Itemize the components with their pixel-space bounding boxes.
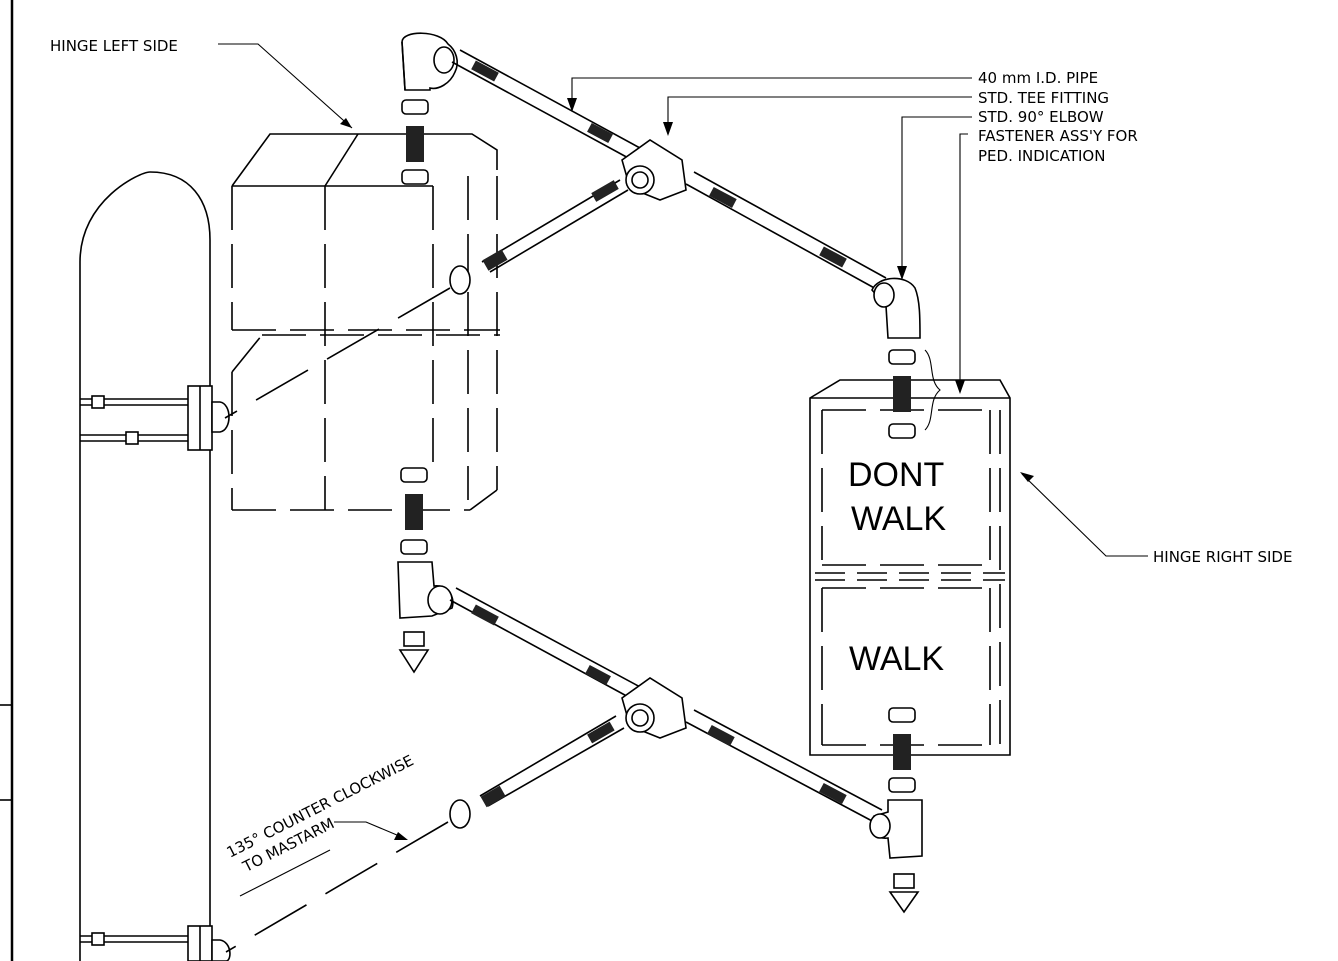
leader-fastener [955,133,968,394]
sign-dont-text: DONT [848,456,944,494]
lower-left-tee-fitting [397,561,454,674]
left-signal-housing [231,133,500,511]
lower-left-nipple-assembly [400,467,428,555]
label-elbow: STD. 90° ELBOW [978,108,1104,126]
label-hinge-right: HINGE RIGHT SIDE [1153,548,1292,566]
leader-rotation [334,821,408,840]
lower-pole-clamp [80,925,231,961]
right-elbow [871,277,921,339]
pipe-lower-tee-to-mastarm [225,715,625,953]
rotation-underline [239,849,331,897]
upper-pole-clamp [80,385,230,451]
pipe-tee-to-left-signal [224,179,629,419]
sign-walk-text: WALK [849,640,944,678]
top-left-elbow [401,32,458,91]
right-lower-tee-fitting [869,799,923,914]
lower-tee-fitting [621,677,687,739]
leader-hinge-left [218,43,353,129]
upper-left-nipple-assembly [401,99,429,185]
right-lower-nipple-assembly [888,707,916,793]
label-tee: STD. TEE FITTING [978,89,1109,107]
label-hinge-left: HINGE LEFT SIDE [50,37,178,55]
leader-hinge-right [1020,472,1148,557]
pipe-tee-to-right-elbow [685,171,887,291]
upper-tee-fitting [621,139,687,201]
label-fastener-line1: FASTENER ASS'Y FOR [978,127,1138,145]
label-pipe: 40 mm I.D. PIPE [978,69,1098,87]
leader-tee [663,96,972,136]
pipe-elbow-to-tee [451,49,641,161]
right-nipple-assembly [888,349,941,439]
pole [79,171,231,961]
leader-pipe [567,77,972,112]
pipe-left-tee-to-lower-tee [449,587,643,701]
pipe-lower-tee-to-right-tee [685,709,883,823]
label-fastener-line2: PED. INDICATION [978,147,1105,165]
leader-elbow [897,116,972,280]
sign-walk-top-text: WALK [851,500,946,538]
label-rotation-line1: 135° COUNTER CLOCKWISE [224,751,417,861]
